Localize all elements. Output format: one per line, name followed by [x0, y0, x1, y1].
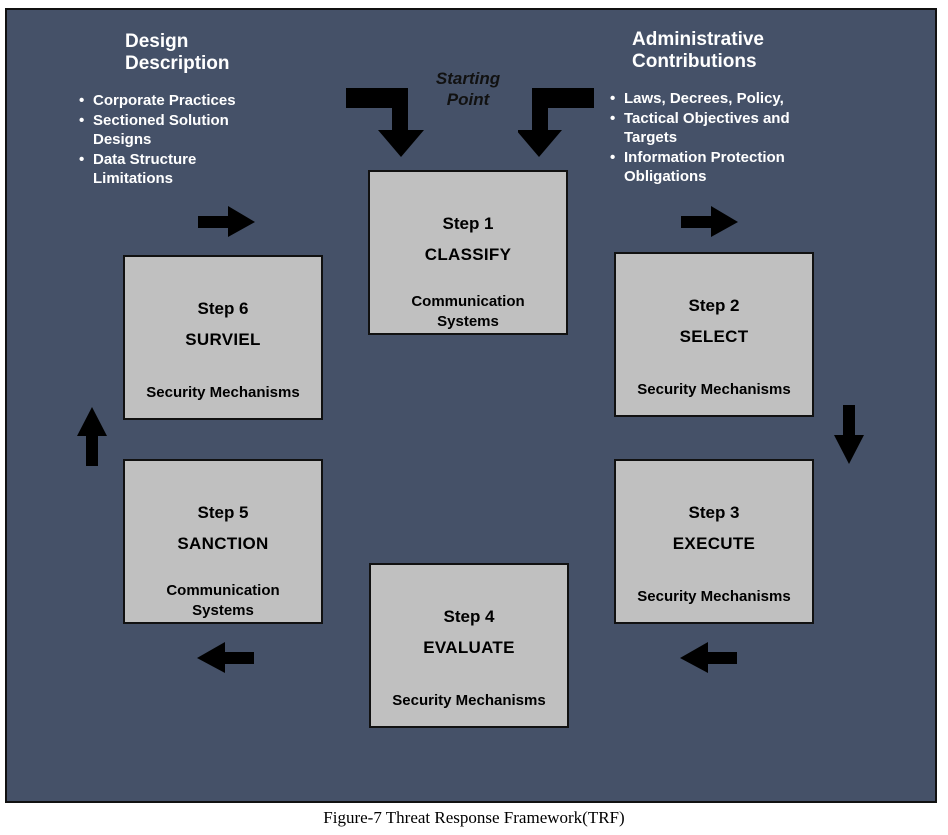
- arrow-right-icon: [681, 206, 738, 237]
- step-number: Step 6: [197, 299, 249, 318]
- step-name: EXECUTE: [672, 534, 756, 553]
- design-description-list: Corporate Practices Sectioned SolutionDe…: [79, 91, 269, 189]
- step-name: SANCTION: [177, 534, 269, 553]
- step-name: SURVIEL: [185, 330, 261, 349]
- figure-caption: Figure-7 Threat Response Framework(TRF): [323, 808, 625, 827]
- step-number: Step 4: [443, 607, 495, 626]
- step-description: Security Mechanisms: [392, 692, 546, 709]
- arrow-left-icon: [197, 642, 254, 673]
- arrow-left-icon: [680, 642, 737, 673]
- step-6-box: Step 6 SURVIEL Security Mechanisms: [123, 255, 323, 420]
- step-description: Security Mechanisms: [146, 384, 300, 401]
- step-number: Step 5: [197, 503, 249, 522]
- list-item: Corporate Practices: [79, 91, 269, 111]
- step-description: Security Mechanisms: [637, 588, 791, 605]
- step-name: EVALUATE: [423, 638, 515, 657]
- step-3-box: Step 3 EXECUTE Security Mechanisms: [614, 459, 814, 624]
- arrow-right-icon: [198, 206, 255, 237]
- bent-arrow-right-icon: [518, 88, 594, 157]
- list-item: Laws, Decrees, Policy,: [610, 89, 825, 109]
- arrow-down-icon: [834, 405, 864, 464]
- step-description: Security Mechanisms: [637, 381, 791, 398]
- bent-arrow-left-icon: [346, 88, 424, 157]
- step-2-box: Step 2 SELECT Security Mechanisms: [614, 252, 814, 417]
- step-number: Step 3: [688, 503, 740, 522]
- step-name: CLASSIFY: [424, 245, 512, 264]
- step-4-box: Step 4 EVALUATE Security Mechanisms: [369, 563, 569, 728]
- administrative-contributions-list: Laws, Decrees, Policy, Tactical Objectiv…: [610, 89, 825, 187]
- step-number: Step 2: [688, 296, 740, 315]
- step-number: Step 1: [442, 214, 494, 233]
- step-name: SELECT: [679, 327, 749, 346]
- arrow-up-icon: [77, 407, 107, 466]
